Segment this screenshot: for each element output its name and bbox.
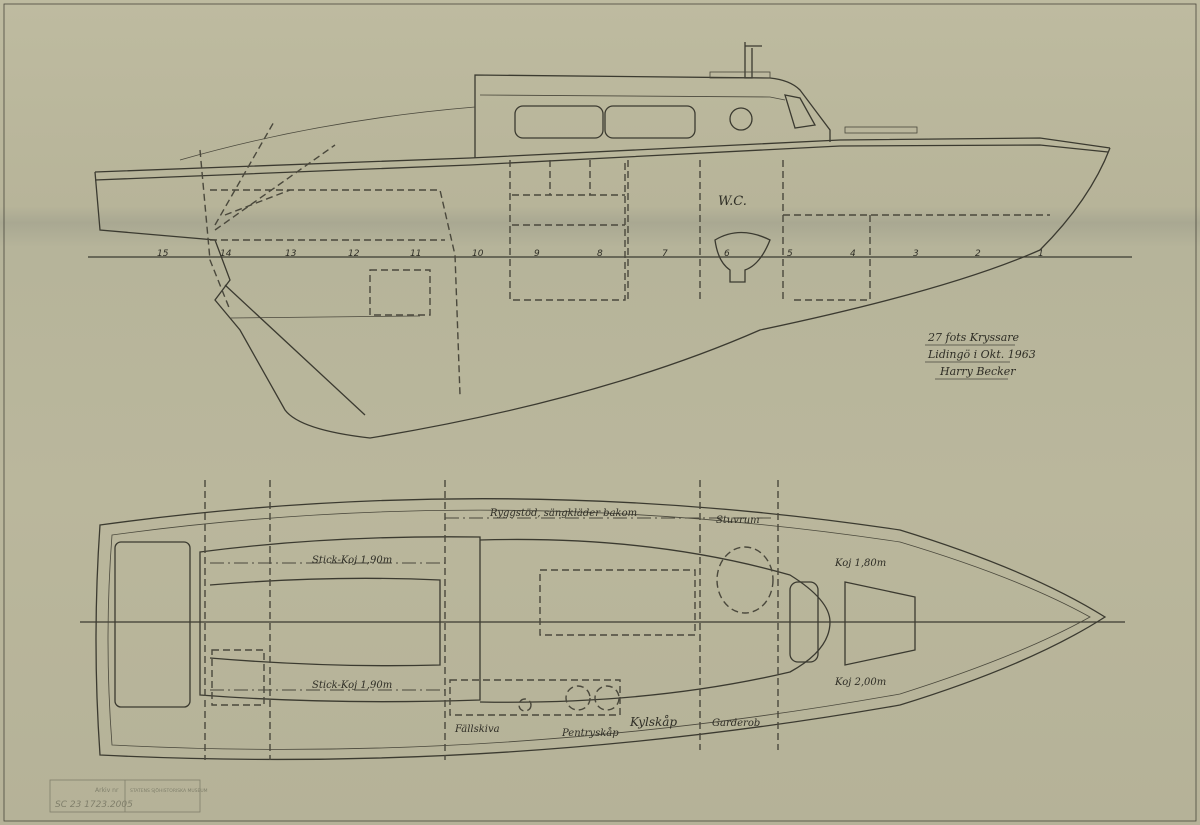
saloon-table — [539, 569, 696, 636]
storage-label: Stuvrum — [716, 515, 760, 526]
backrest-label: Ryggstöd, sängkläder bakom — [489, 508, 637, 519]
signature: Harry Becker — [939, 365, 1016, 378]
cockpit-seat — [209, 577, 441, 667]
svg-text:4: 4 — [850, 249, 856, 259]
svg-text:15: 15 — [157, 249, 169, 259]
plan-view: Ryggstöd, sängkläder bakom Stuvrum Stick… — [80, 480, 1125, 761]
mast-step — [789, 581, 819, 663]
galley-cabinets — [509, 160, 629, 301]
title-block: 27 fots Kryssare Lidingö i Okt. 1963 Har… — [925, 331, 1036, 380]
fridge-label: Kylskåp — [629, 714, 677, 729]
sink — [518, 698, 532, 712]
cabin-top — [474, 74, 831, 158]
sheet-border — [3, 3, 1197, 822]
cockpit — [199, 536, 481, 703]
svg-text:3: 3 — [913, 249, 919, 259]
berth-label: Stick-Koj 1,90m — [312, 555, 392, 566]
svg-text:8: 8 — [597, 249, 603, 259]
svg-text:6: 6 — [724, 249, 730, 259]
svg-text:2: 2 — [975, 249, 981, 259]
forward-hatch — [844, 581, 916, 666]
profile-view: 15 14 13 12 11 10 9 8 7 6 5 4 3 2 1 W.C. — [88, 42, 1132, 439]
pantry-label: Pentryskåp — [561, 727, 619, 739]
svg-text:11: 11 — [410, 249, 421, 259]
svg-text:12: 12 — [348, 249, 360, 259]
toilet-plan — [716, 546, 774, 614]
awning-line — [179, 106, 476, 161]
pantry-counter — [449, 679, 621, 716]
svg-text:5: 5 — [787, 249, 793, 259]
svg-text:14: 14 — [220, 249, 232, 259]
stove-burner — [565, 685, 591, 711]
berth-label: Stick-Koj 1,90m — [312, 680, 392, 691]
bulkhead-lines — [204, 480, 779, 760]
stove-burner — [594, 685, 620, 711]
svg-text:Arkiv nr: Arkiv nr — [95, 787, 119, 794]
cabin-window — [514, 105, 604, 139]
svg-text:1: 1 — [1038, 249, 1044, 259]
stern-rail — [199, 119, 336, 311]
svg-text:SC 23 1723.2005: SC 23 1723.2005 — [55, 800, 133, 810]
svg-text:Lidingö i Okt. 1963: Lidingö i Okt. 1963 — [927, 348, 1036, 361]
mast-stub — [744, 42, 762, 79]
sheer-line — [94, 137, 1111, 173]
rubrail — [94, 144, 1109, 181]
vberth-label: Koj 1,80m — [834, 558, 886, 569]
bulkheads — [699, 160, 1050, 301]
propeller-shaft — [229, 315, 421, 319]
svg-text:13: 13 — [285, 249, 297, 259]
vberth-label: Koj 2,00m — [834, 677, 886, 688]
svg-text:10: 10 — [472, 249, 484, 259]
rudder — [224, 284, 366, 416]
deck-outline — [95, 498, 1107, 761]
wardrobe-label: Garderob — [712, 718, 760, 729]
porthole — [729, 107, 753, 131]
archive-stamp: Arkiv nr STATENS SJÖHISTORISKA MUSEUM SC… — [49, 779, 208, 813]
station-labels: 15 14 13 12 11 10 9 8 7 6 5 4 3 2 1 — [157, 249, 1044, 259]
engine — [369, 269, 431, 316]
svg-text:STATENS SJÖHISTORISKA MUSEUM: STATENS SJÖHISTORISKA MUSEUM — [130, 787, 208, 794]
toilet — [714, 231, 771, 283]
cabin-window — [604, 105, 696, 139]
hull-outline — [94, 147, 1111, 439]
folding-table-label: Fällskiva — [454, 724, 500, 735]
svg-text:7: 7 — [662, 249, 668, 259]
svg-text:27 fots Kryssare: 27 fots Kryssare — [927, 331, 1020, 344]
svg-text:9: 9 — [534, 249, 540, 259]
cockpit-locker — [114, 541, 191, 708]
windscreen — [784, 94, 817, 129]
cabin-outline — [479, 538, 831, 703]
wc-label: W.C. — [718, 194, 747, 209]
